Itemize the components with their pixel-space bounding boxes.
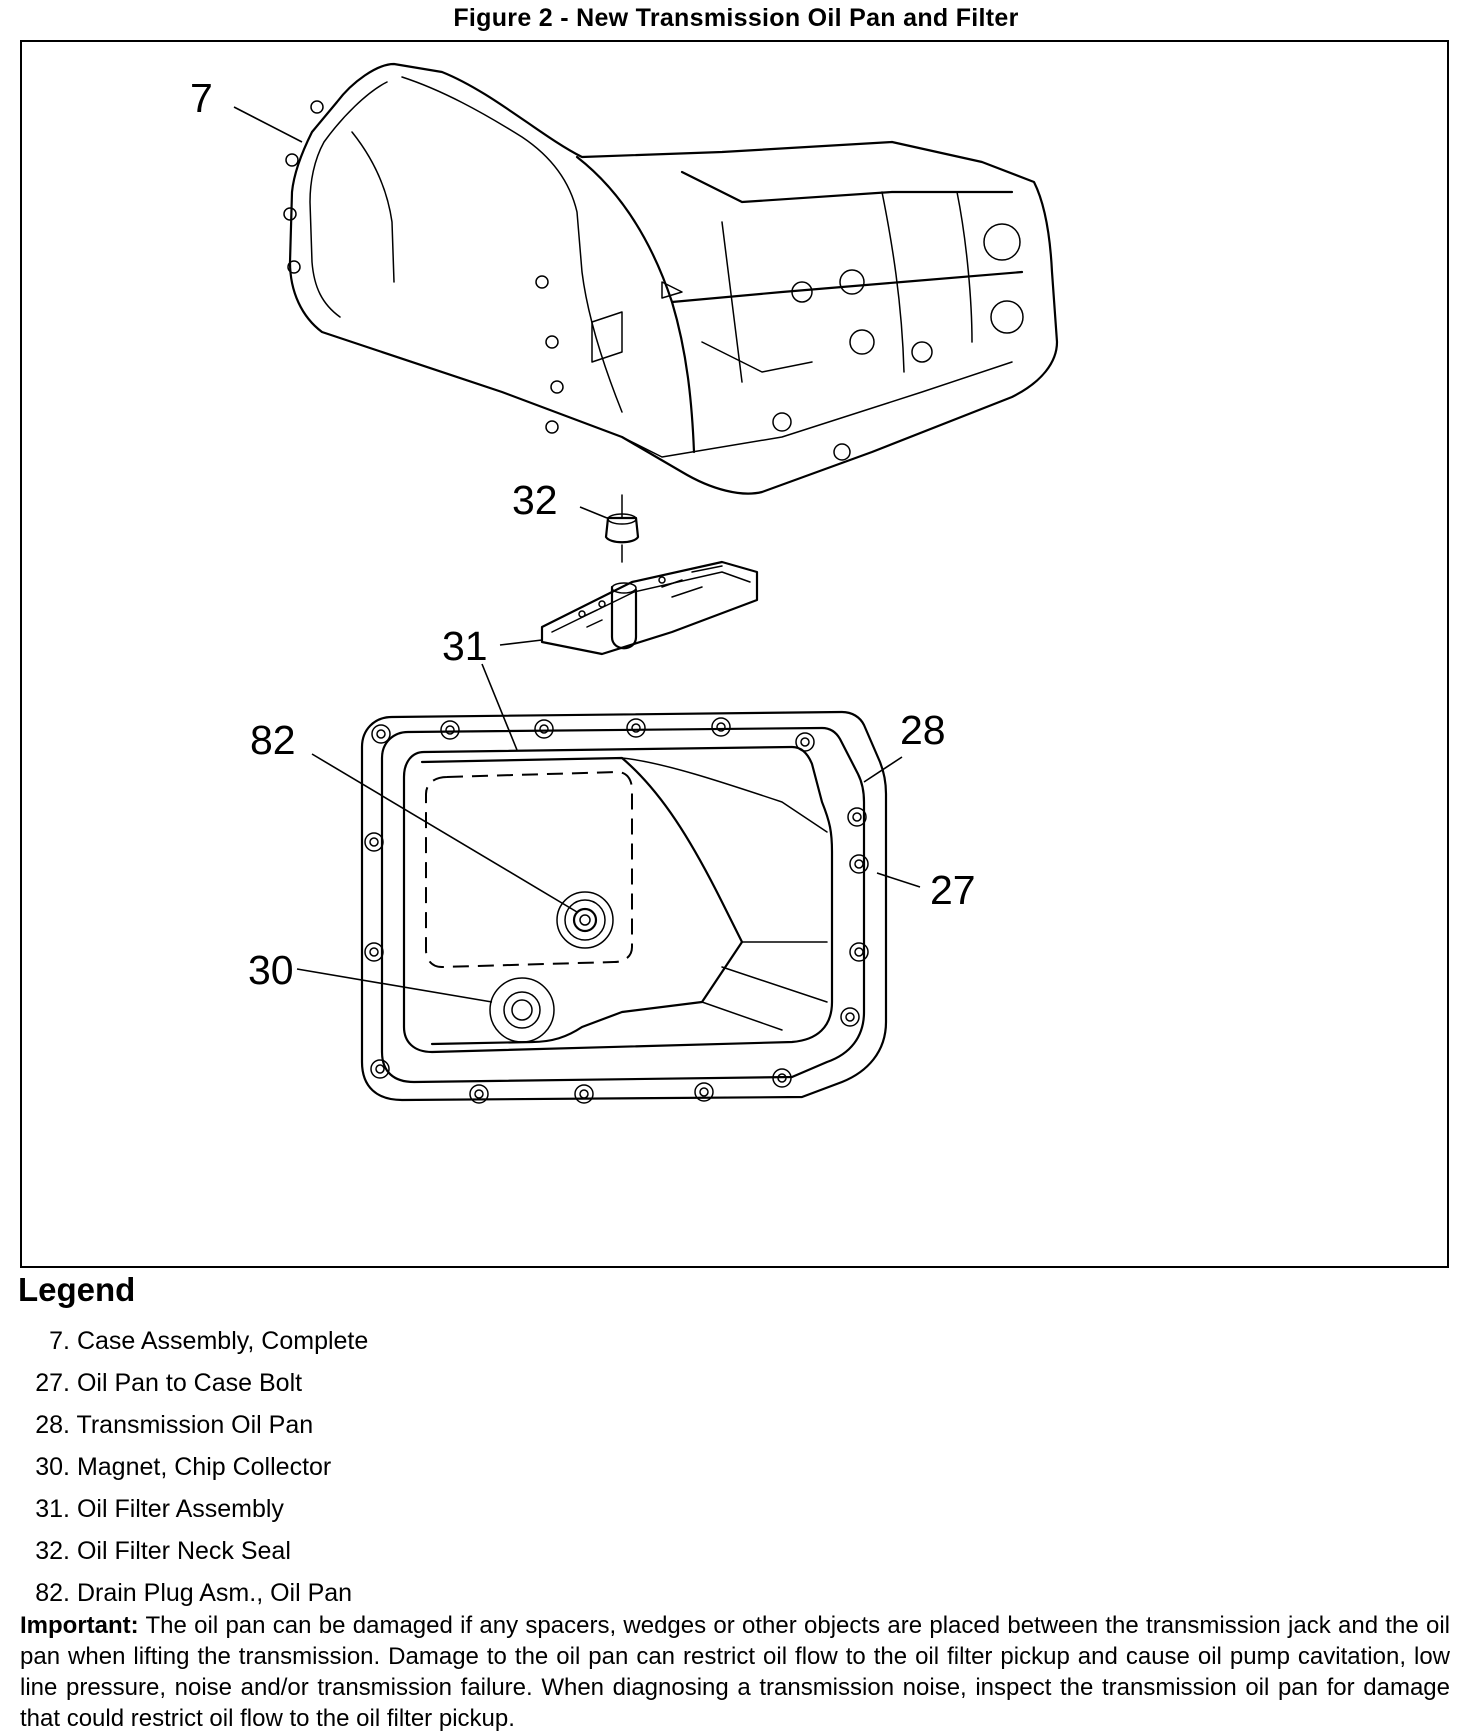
important-note: Important: The oil pan can be damaged if… xyxy=(20,1610,1450,1734)
legend-item-number: 30. xyxy=(35,1453,70,1481)
legend-item-number: 28. xyxy=(35,1411,70,1439)
figure-title: Figure 2 - New Transmission Oil Pan and … xyxy=(453,4,1019,32)
legend-item: 7. Case Assembly, Complete xyxy=(24,1320,368,1362)
callout-7: 7 xyxy=(190,75,213,121)
legend-item-text: Case Assembly, Complete xyxy=(76,1327,369,1355)
legend-item-number: 32. xyxy=(35,1537,70,1565)
callout-30: 30 xyxy=(248,947,294,993)
oil-pan-bolts-drawing xyxy=(364,717,869,1104)
important-text: The oil pan can be damaged if any spacer… xyxy=(20,1612,1450,1732)
case-assembly-drawing xyxy=(283,62,1059,495)
oil-filter-assembly-drawing xyxy=(540,560,759,656)
legend-item-number: 27. xyxy=(35,1369,70,1397)
figure-frame: 7 32 31 82 28 27 30 xyxy=(20,40,1449,1268)
legend-item: 30. Magnet, Chip Collector xyxy=(24,1446,368,1488)
legend-heading: Legend xyxy=(18,1271,136,1308)
callout-27: 27 xyxy=(930,867,976,913)
oil-filter-neck-seal-drawing xyxy=(604,494,640,563)
callout-32: 32 xyxy=(512,477,558,523)
legend-item: 28. Transmission Oil Pan xyxy=(24,1404,368,1446)
legend-item-number: 7. xyxy=(49,1327,70,1355)
callout-82: 82 xyxy=(250,717,296,763)
important-label: Important: xyxy=(20,1612,139,1639)
legend-item: 31. Oil Filter Assembly xyxy=(24,1488,368,1530)
legend-item: 82. Drain Plug Asm., Oil Pan xyxy=(24,1572,368,1614)
leader-lines xyxy=(233,106,921,1003)
legend-item-text: Magnet, Chip Collector xyxy=(76,1453,332,1481)
callout-31: 31 xyxy=(442,623,488,669)
legend-item: 27. Oil Pan to Case Bolt xyxy=(24,1362,368,1404)
legend-item-text: Oil Pan to Case Bolt xyxy=(76,1369,303,1397)
legend-item-number: 82. xyxy=(35,1579,70,1607)
legend-item-text: Oil Filter Assembly xyxy=(76,1495,284,1523)
callout-28: 28 xyxy=(900,707,946,753)
legend-item-number: 31. xyxy=(35,1495,70,1523)
legend-list: 7. Case Assembly, Complete 27. Oil Pan t… xyxy=(24,1320,368,1614)
legend-item: 32. Oil Filter Neck Seal xyxy=(24,1530,368,1572)
transmission-oil-pan-drawing xyxy=(360,710,888,1102)
exploded-view-diagram: 7 32 31 82 28 27 30 xyxy=(190,62,1059,1104)
legend-item-text: Transmission Oil Pan xyxy=(76,1411,314,1439)
legend-item-text: Drain Plug Asm., Oil Pan xyxy=(76,1579,353,1607)
legend-item-text: Oil Filter Neck Seal xyxy=(76,1537,291,1565)
